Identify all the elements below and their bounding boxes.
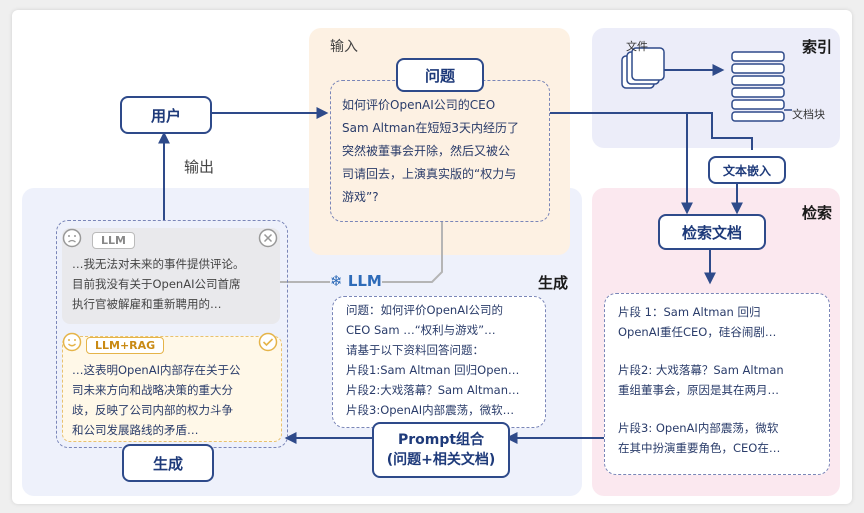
llm-answer-text: …我无法对未来的事件提供评论。 目前我没有关于OpenAI公司首席 执行官被解雇… bbox=[72, 254, 276, 314]
output-label: 输出 bbox=[184, 158, 215, 176]
edge-question-llm bbox=[382, 220, 443, 283]
llm-answer-tag: LLM bbox=[92, 232, 135, 249]
rag-answer-line: 司未来方向和战略决策的重大分 bbox=[72, 383, 233, 397]
chunk-2-line: 重组董事会，原因是其在两月… bbox=[618, 383, 779, 397]
prompt-line: 片段2:大戏落幕？Sam Altman… bbox=[346, 383, 520, 397]
question-node: 问题 bbox=[396, 58, 484, 92]
chunks-text: 片段 1：Sam Altman 回归 OpenAI重任CEO，硅谷闹剧… 片段2… bbox=[618, 302, 822, 458]
chunk-1-line: 片段 1：Sam Altman 回归 bbox=[618, 305, 761, 319]
snowflake-icon: ❄ bbox=[330, 272, 343, 290]
text-embed-node: 文本嵌入 bbox=[708, 156, 786, 184]
rag-answer-line: …这表明OpenAI内部存在关于公 bbox=[72, 363, 241, 377]
index-section-label: 索引 bbox=[802, 38, 833, 56]
check-icon bbox=[258, 332, 278, 352]
retrieve-section-label: 检索 bbox=[802, 204, 833, 222]
rag-answer-text: …这表明OpenAI内部存在关于公 司未来方向和战略决策的重大分 歧，反映了公司… bbox=[72, 360, 276, 440]
sad-face-icon bbox=[62, 228, 82, 248]
chunk-3-line: 片段3: OpenAI内部震荡，微软 bbox=[618, 421, 779, 435]
chunk-2-line: 片段2: 大戏落幕？Sam Altman bbox=[618, 363, 784, 377]
retrieve-docs-node: 检索文档 bbox=[658, 214, 766, 250]
doc-chunk-label: 文档块 bbox=[792, 108, 825, 121]
edge-question-index bbox=[687, 112, 753, 150]
prompt-node: Prompt组合 (问题+相关文档) bbox=[372, 422, 510, 478]
prompt-box bbox=[332, 296, 546, 428]
chunks-box bbox=[604, 293, 830, 475]
prompt-node-line2: (问题+相关文档) bbox=[386, 452, 496, 468]
llm-answer-line: 执行官被解雇和重新聘用的… bbox=[72, 297, 222, 311]
happy-face-icon bbox=[62, 332, 82, 352]
question-line: 如何评价OpenAI公司的CEO bbox=[342, 98, 496, 112]
prompt-line: CEO Sam …“权利与游戏”… bbox=[346, 323, 496, 337]
prompt-node-line1: Prompt组合 bbox=[397, 432, 485, 448]
rag-answer-line: 和公司发展路线的矛盾… bbox=[72, 423, 199, 437]
prompt-line: 片段1:Sam Altman 回归Open… bbox=[346, 363, 520, 377]
prompt-text: 问题：如何评价OpenAI公司的 CEO Sam …“权利与游戏”… 请基于以下… bbox=[346, 300, 538, 420]
file-label: 文件 bbox=[626, 40, 648, 53]
rag-answer-tag: LLM+RAG bbox=[86, 337, 165, 354]
input-section-label: 输入 bbox=[330, 39, 358, 55]
generate-section-label: 生成 bbox=[538, 274, 569, 292]
prompt-line: 请基于以下资料回答问题： bbox=[346, 343, 484, 357]
user-node: 用户 bbox=[120, 96, 212, 134]
chunk-1-line: OpenAI重任CEO，硅谷闹剧… bbox=[618, 325, 777, 339]
connector-lines bbox=[158, 47, 792, 444]
file-stack-icon bbox=[621, 47, 665, 89]
question-line: 游戏”? bbox=[342, 190, 379, 204]
generate-node-label: 生成 bbox=[152, 454, 183, 473]
llm-marker: ❄ LLM bbox=[330, 272, 382, 290]
prompt-line: 片段3:OpenAI内部震荡，微软… bbox=[346, 403, 515, 417]
edge-question-retrieve bbox=[548, 112, 693, 215]
question-line: Sam Altman在短短3天内经历了 bbox=[342, 121, 520, 135]
rag-diagram: 输入 索引 检索 生成 输出 文件 文档块 用户 问题 文本嵌入 检索文档 生成… bbox=[12, 10, 852, 504]
chunk-3-line: 在其中扮演重要角色，CEO在… bbox=[618, 441, 781, 455]
database-stack-icon bbox=[731, 51, 792, 122]
prompt-line: 问题：如何评价OpenAI公司的 bbox=[346, 303, 503, 317]
question-line: 突然被董事会开除，然后又被公 bbox=[342, 144, 511, 158]
llm-label: LLM bbox=[347, 272, 382, 290]
cross-icon bbox=[258, 228, 278, 248]
question-text: 如何评价OpenAI公司的CEO Sam Altman在短短3天内经历了 突然被… bbox=[342, 94, 542, 209]
question-box bbox=[330, 80, 550, 222]
question-line: 司请回去，上演真实版的“权力与 bbox=[342, 167, 517, 181]
rag-answer-line: 歧，反映了公司内部的权力斗争 bbox=[72, 403, 233, 417]
generate-node: 生成 bbox=[122, 444, 214, 482]
llm-answer-line: 目前我没有关于OpenAI公司首席 bbox=[72, 277, 241, 291]
llm-answer-line: …我无法对未来的事件提供评论。 bbox=[72, 257, 245, 271]
